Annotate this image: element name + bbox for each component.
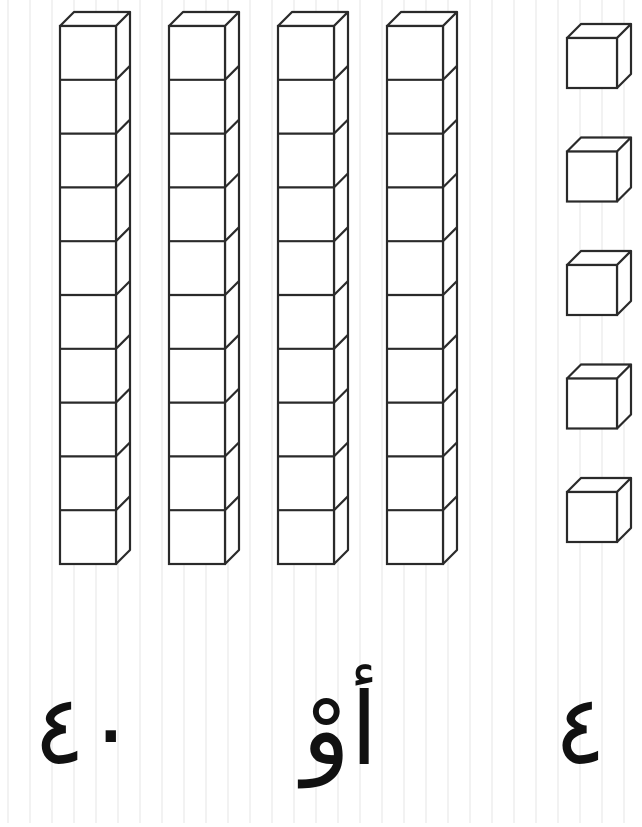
tens-rod	[278, 12, 348, 564]
cube-front-face	[567, 38, 617, 88]
tens-rod	[60, 12, 130, 564]
number-forty-label: ٤٠	[10, 660, 160, 800]
cube-front-face	[567, 492, 617, 542]
number-four-label: ٤	[530, 660, 630, 800]
tens-rod	[169, 12, 239, 564]
ones-cube	[567, 251, 631, 315]
or-word-label: أوْ	[270, 660, 410, 800]
cube-front-face	[567, 379, 617, 429]
ones-cube	[567, 478, 631, 542]
cube-front-face	[567, 152, 617, 202]
ones-cube	[567, 365, 631, 429]
cube-front-face	[567, 265, 617, 315]
ones-cube	[567, 138, 631, 202]
ones-cube	[567, 24, 631, 88]
tens-rod	[387, 12, 457, 564]
